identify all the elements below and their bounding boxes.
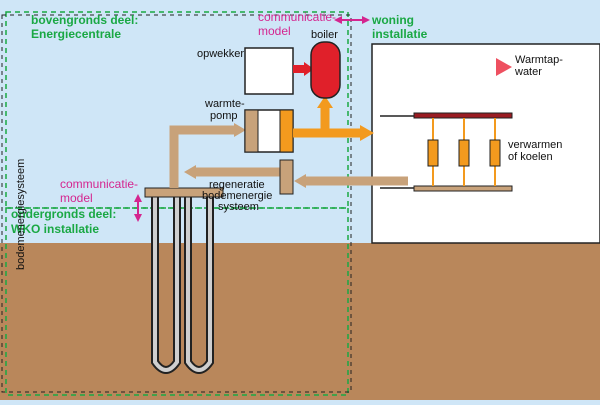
- hot-water-arrow: [496, 58, 512, 76]
- ground-loop-left: [153, 196, 179, 372]
- boiler-tank: [310, 41, 341, 99]
- above-ground-subtitle: Energiecentrale: [31, 27, 121, 41]
- house-box: [371, 43, 600, 244]
- generator-arrow: [304, 62, 314, 76]
- regeneration-label-line1: regeneratie: [209, 179, 265, 191]
- generator-box: [244, 47, 294, 95]
- boiler-label: boiler: [311, 29, 338, 41]
- radiator-bottom-bar: [413, 185, 513, 192]
- radiator-element: [489, 139, 501, 167]
- heatpump-label-line2: pomp: [210, 110, 238, 122]
- well-manifold: [144, 187, 224, 198]
- radiator-element: [427, 139, 439, 167]
- radiator-element: [458, 139, 470, 167]
- soil-system-label: bodemenergiesysteem: [15, 159, 27, 270]
- communication-model-top-line2: model: [258, 24, 291, 38]
- regeneration-label-line3: systeem: [218, 201, 259, 213]
- above-ground-title: bovengronds deel:: [31, 13, 138, 27]
- communication-model-left-line2: model: [60, 191, 93, 205]
- communication-arrow-top: [334, 16, 370, 24]
- pipe-to-heatpump: [169, 125, 236, 188]
- communication-arrow-left: [134, 194, 142, 222]
- regeneration-label-line2: bodemenergie: [202, 190, 272, 202]
- above-ground-zone: [5, 11, 349, 209]
- pipe-arrow-heatpump: [234, 123, 246, 137]
- communication-model-left-line1: communicatie-: [60, 177, 138, 191]
- radiator-elements: [427, 118, 501, 186]
- heatpump-warm-side: [279, 109, 294, 153]
- underground-title: ondergronds deel:: [11, 207, 116, 221]
- heat-arrow-house: [360, 125, 374, 141]
- soil-system-zone: [1, 14, 352, 393]
- heat-arrow-boiler: [317, 96, 333, 108]
- ground-loop-right: [186, 196, 212, 372]
- generator-label: opwekker: [197, 48, 244, 60]
- pipe-arrow-return: [184, 165, 196, 179]
- communication-model-top-line1: communicatie-: [258, 10, 336, 24]
- radiator-top-bar: [413, 112, 513, 119]
- heatpump-label-line1: warmte-: [204, 98, 245, 110]
- home-installation-subtitle: installatie: [372, 27, 428, 41]
- pipe-arrow-regen: [294, 174, 306, 188]
- regeneration-unit: [279, 159, 294, 195]
- underground-subtitle: WKO installatie: [11, 222, 99, 236]
- hot-water-label-line2: water: [514, 66, 542, 78]
- heating-label-line2: of koelen: [508, 151, 553, 163]
- home-installation-title: woning: [371, 13, 414, 27]
- hot-water-label-line1: Warmtap-: [515, 54, 563, 66]
- heating-label-line1: verwarmen: [508, 139, 562, 151]
- soil-ground: [0, 243, 600, 400]
- heatpump-cold-side: [244, 109, 259, 153]
